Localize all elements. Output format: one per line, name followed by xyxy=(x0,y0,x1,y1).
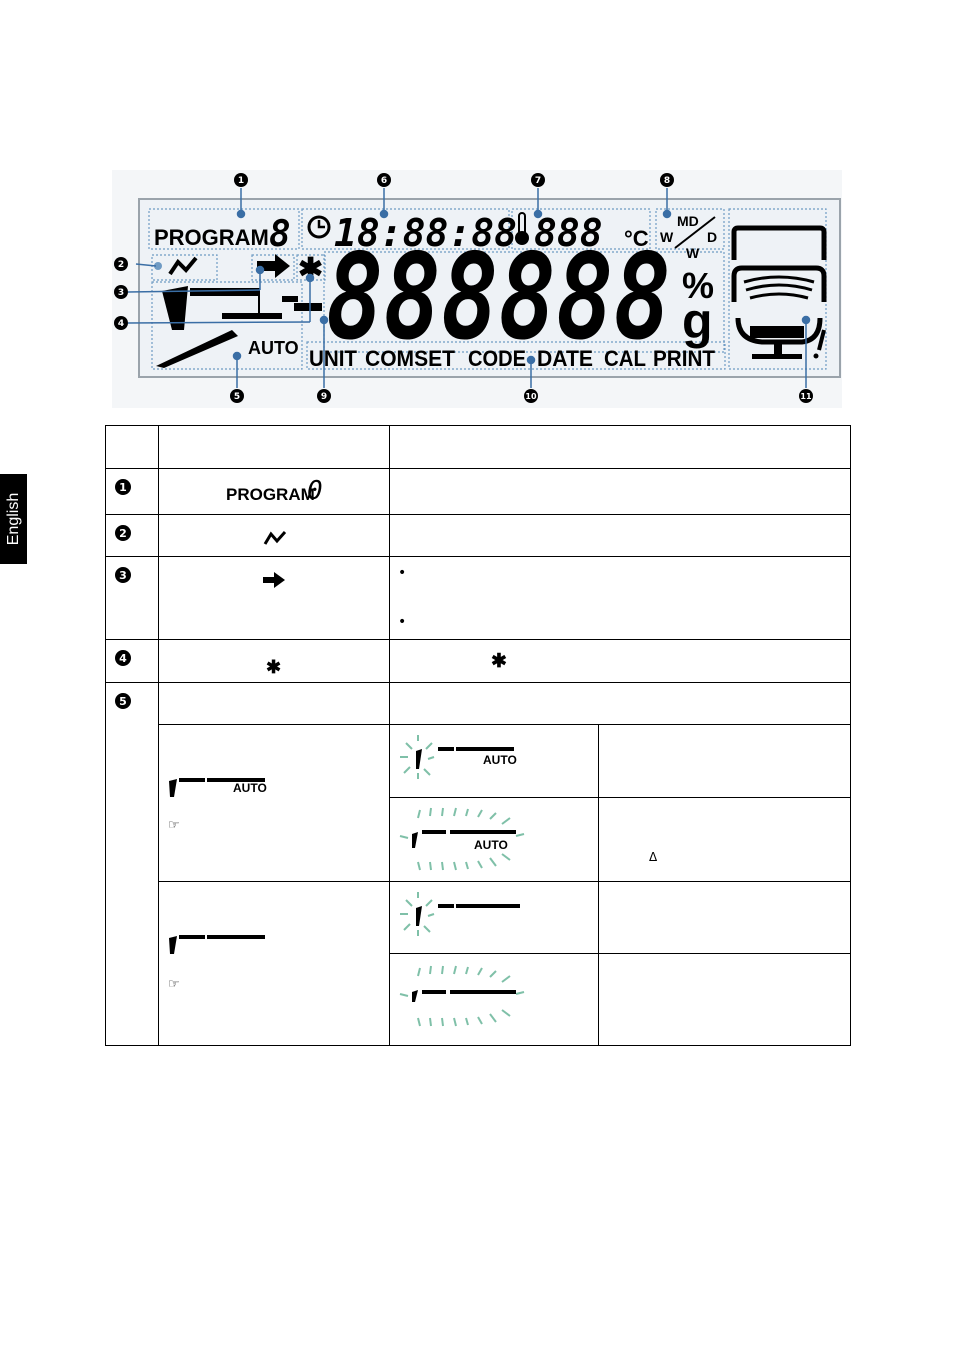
bullet: • xyxy=(398,565,407,581)
arrow-right-icon xyxy=(257,254,290,278)
auto-label: AUTO xyxy=(474,838,508,852)
callout-1: 1 xyxy=(238,176,244,186)
program-symbol-label: PROGRAM xyxy=(226,485,315,504)
table-row: 4 ✱ ✱ xyxy=(105,639,851,683)
auto-bargraph-icon xyxy=(169,778,265,797)
bullet: • xyxy=(398,614,407,630)
row-number: 4 xyxy=(115,650,131,666)
row-number: 1 xyxy=(115,479,131,495)
table-row: 2 xyxy=(105,514,851,557)
hand-pointer-icon: ☞ xyxy=(168,817,180,832)
table-row: ☞ xyxy=(106,881,851,1046)
callout-6: 6 xyxy=(381,176,387,186)
lcd-display-diagram: PROGRAM 8 18:88:88 888 °C MD W D W xyxy=(112,170,842,408)
lcd-date-md: MD xyxy=(677,213,699,229)
table-row: AUTO ☞ AUTO xyxy=(106,724,851,882)
row-number: 2 xyxy=(115,525,131,541)
lcd-main-digits: 888888 xyxy=(326,228,671,366)
program-symbol-digit: 0 xyxy=(307,476,323,506)
callout-9: 9 xyxy=(321,392,327,402)
lcd-label-cal: CAL xyxy=(604,346,646,371)
callout-7: 7 xyxy=(535,176,541,186)
lcd-date-w2: W xyxy=(686,245,700,261)
blinking-bar-segment-icon xyxy=(400,892,520,936)
weighing-chamber-icon xyxy=(731,225,827,359)
lcd-percent: % xyxy=(682,265,714,306)
table-row: 5 xyxy=(105,682,851,1046)
table-row: AUTO Δ xyxy=(106,797,851,882)
lcd-label-print: PRINT xyxy=(653,346,716,371)
lcd-gram: g xyxy=(682,293,713,349)
lcd-label-comset: COMSET xyxy=(365,346,456,371)
stability-icon xyxy=(263,531,287,545)
callout-10: 10 xyxy=(525,392,537,401)
blinking-full-bargraph-icon xyxy=(399,807,525,871)
lcd-temp-unit: °C xyxy=(624,226,649,251)
asterisk-symbol: ✱ xyxy=(491,651,507,672)
row-number: 3 xyxy=(115,567,131,583)
table-row: 1 PROGRAM 0 xyxy=(105,468,851,515)
lcd-auto-label: AUTO xyxy=(248,338,299,358)
delta-symbol: Δ xyxy=(649,850,658,864)
lcd-label-code: CODE xyxy=(468,346,526,371)
bargraph-icon xyxy=(169,935,265,954)
symbol-description-table: 1 PROGRAM 0 2 3 • • 4 ✱ ✱ 5 xyxy=(105,425,851,1046)
auto-label: AUTO xyxy=(233,781,267,795)
lcd-date-d: D xyxy=(707,229,717,245)
callout-8: 8 xyxy=(664,176,670,186)
asterisk-icon: ✱ xyxy=(266,657,282,677)
clock-icon xyxy=(307,215,331,239)
auto-bargraph-icon xyxy=(156,286,298,368)
table-header-row xyxy=(105,425,851,469)
table-row: 3 • • xyxy=(105,556,851,640)
hand-pointer-icon: ☞ xyxy=(168,976,180,991)
blinking-full-bargraph-icon xyxy=(399,965,525,1027)
lcd-program-label: PROGRAM xyxy=(154,225,269,250)
lcd-date-w: W xyxy=(660,229,674,245)
lcd-label-unit: UNIT xyxy=(309,346,358,371)
callout-2: 2 xyxy=(118,260,124,270)
lcd-program-digit: 8 xyxy=(269,214,291,255)
thermometer-icon xyxy=(515,212,529,245)
lcd-temp-digits: 888 xyxy=(534,211,603,255)
language-label: English xyxy=(4,492,22,546)
auto-label: AUTO xyxy=(483,753,517,767)
callout-11: 11 xyxy=(800,392,812,401)
language-side-tab: English xyxy=(0,474,27,564)
stability-indicator-icon xyxy=(154,256,198,276)
callout-3: 3 xyxy=(118,288,124,298)
lcd-label-date: DATE xyxy=(537,346,593,371)
table-row xyxy=(106,953,851,1046)
row-number: 5 xyxy=(115,693,131,709)
arrow-right-icon xyxy=(263,572,285,588)
lcd-time-digits: 18:88:88 xyxy=(334,211,517,255)
blinking-bar-segment-icon xyxy=(400,735,514,779)
callout-4: 4 xyxy=(118,319,124,329)
callout-5: 5 xyxy=(234,392,240,402)
callout-markers: 1 2 3 4 5 6 7 8 9 10 11 xyxy=(114,173,813,403)
